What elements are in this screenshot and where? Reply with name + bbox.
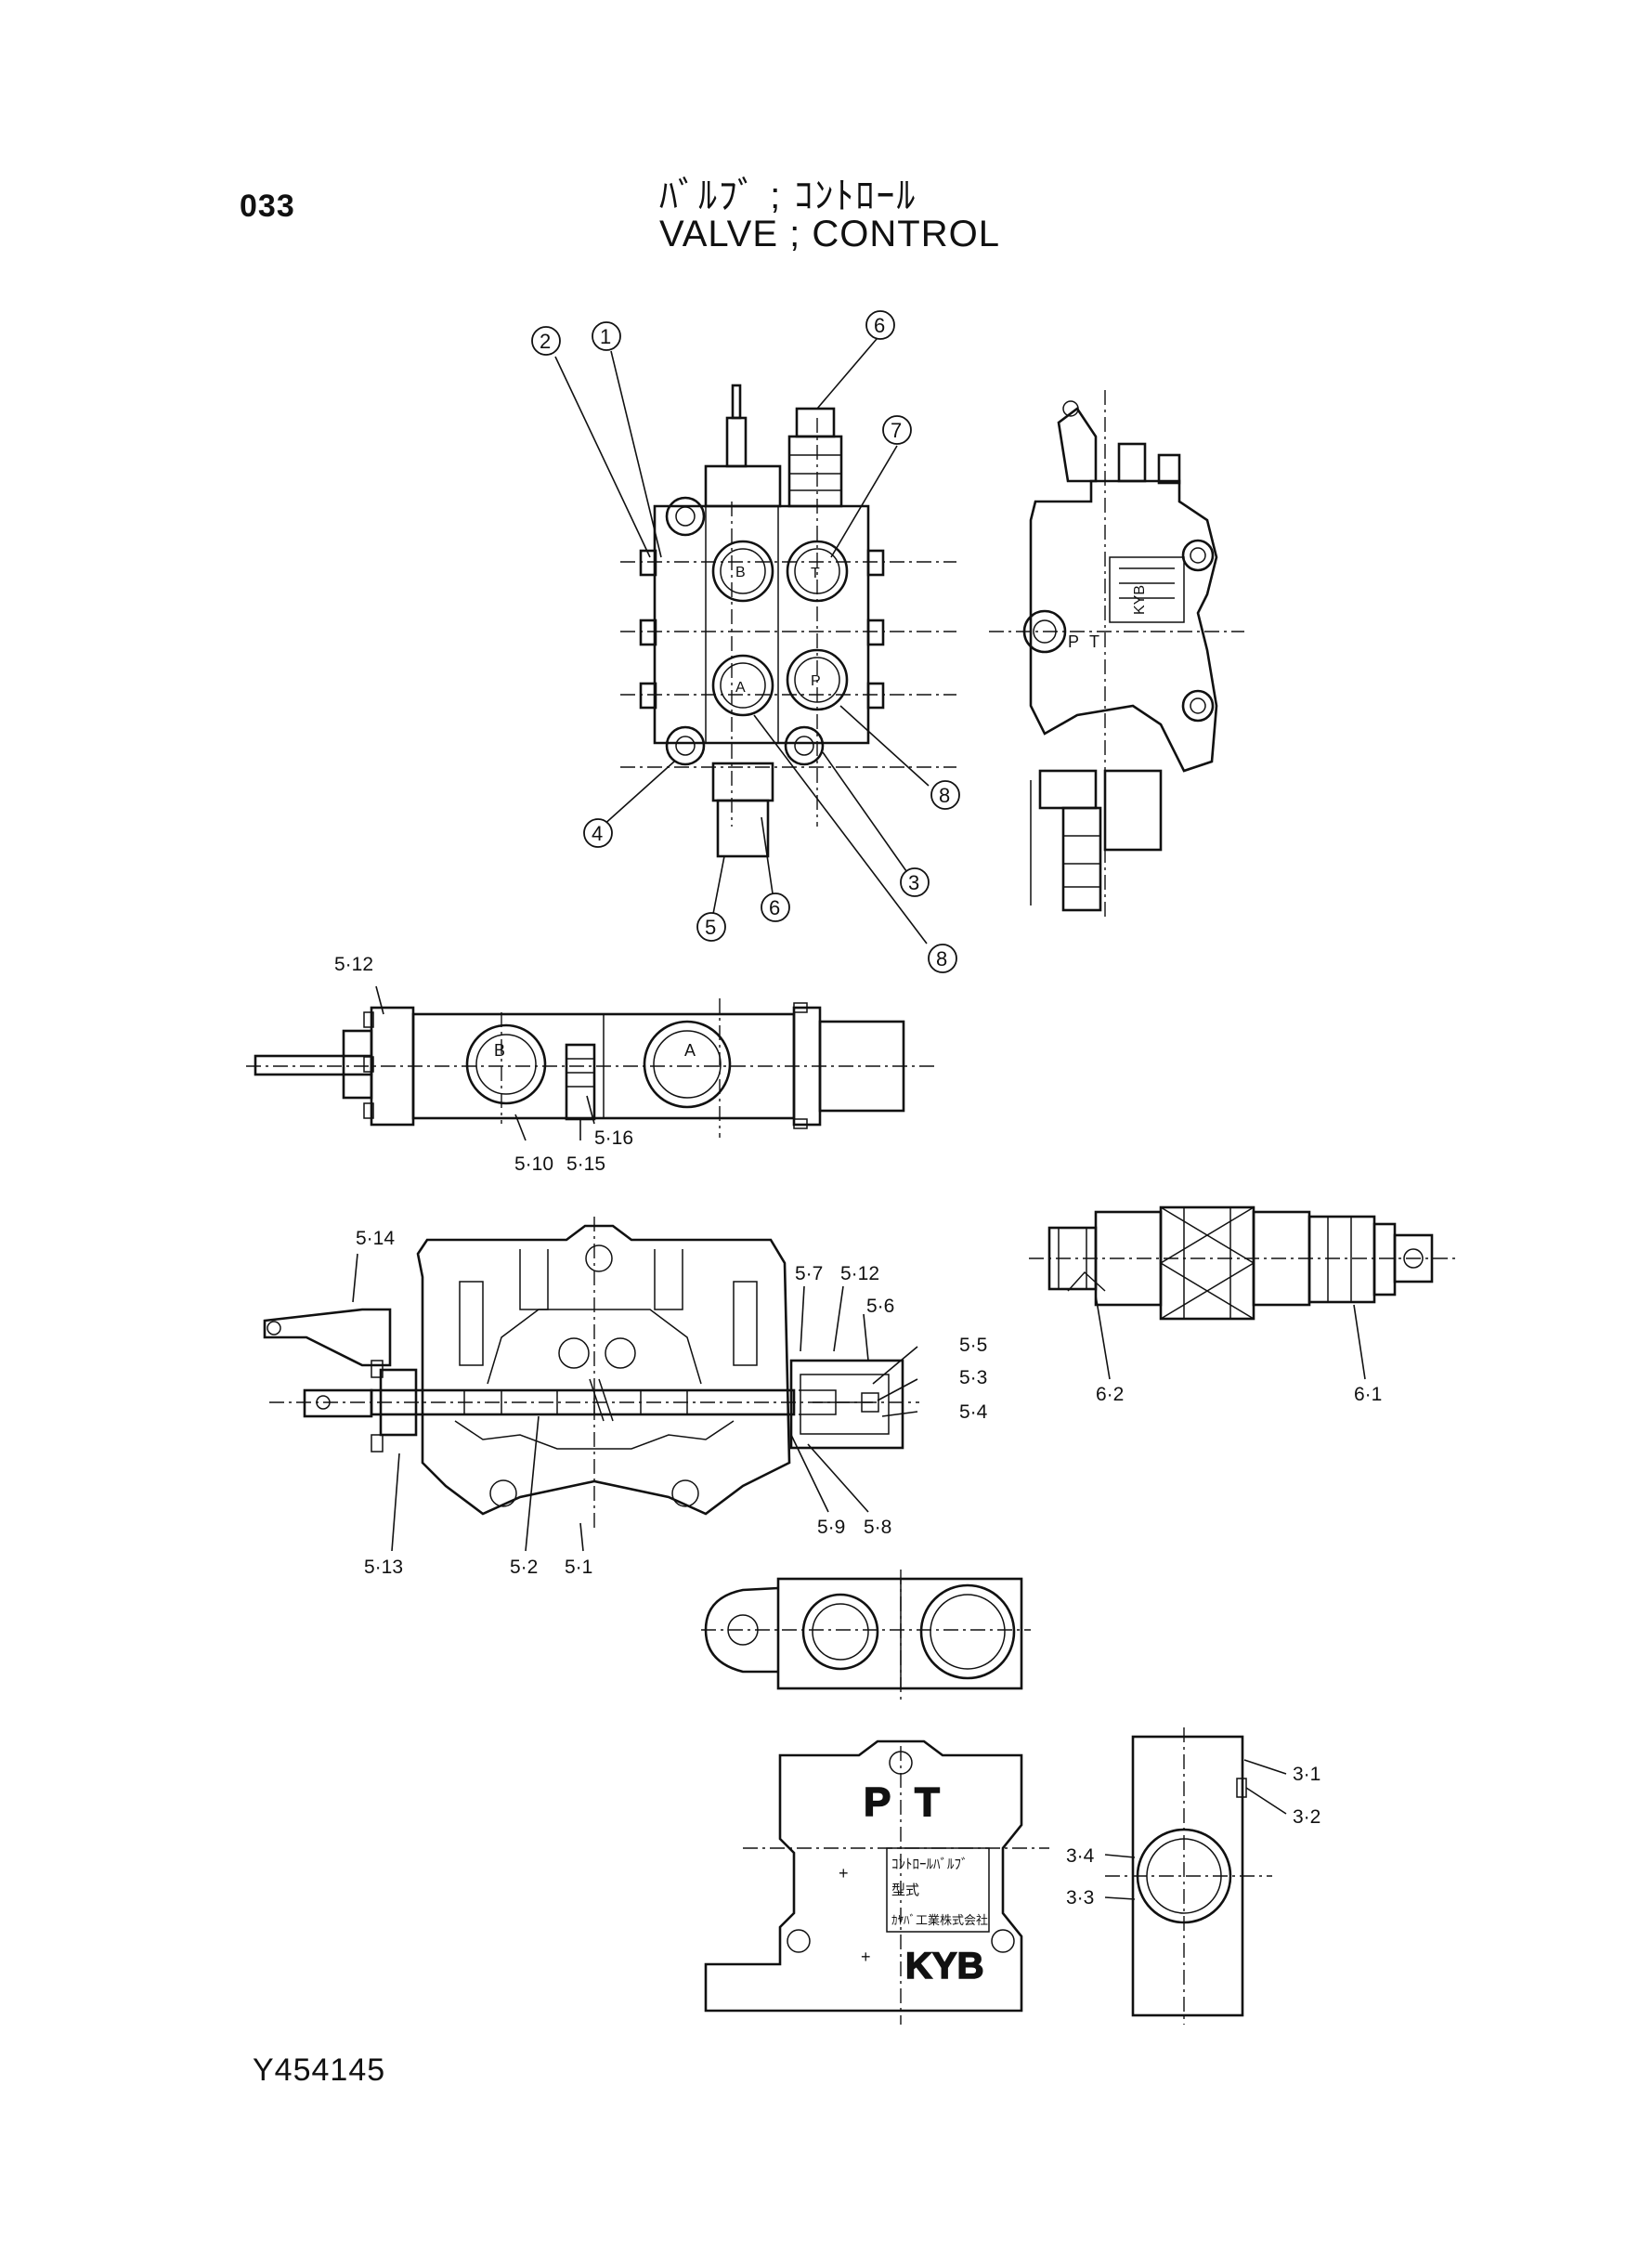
label-5-1: 5·1 [565,1557,592,1578]
label-3-1: 3·1 [1293,1764,1320,1785]
body-port-t: T [915,1779,940,1825]
front-assembly-view: B T A P 2 1 6 7 4 8 3 5 6 8 [531,310,960,973]
callout-6-bottom: 6 [761,892,790,922]
label-5-5: 5·5 [959,1335,987,1356]
svg-text:6: 6 [874,314,885,337]
body-mark-bottom: + [861,1948,871,1966]
label-5-4: 5·4 [959,1401,988,1423]
label-5-2: 5·2 [510,1557,538,1578]
body-side-view: 3·1 3·2 3·4 3·3 [1066,1727,1320,2025]
svg-text:5: 5 [705,916,716,939]
port-label-t: T [811,566,820,581]
svg-text:8: 8 [936,947,947,971]
callout-2: 2 [531,326,561,356]
svg-text:7: 7 [891,419,902,442]
label-3-3: 3·3 [1066,1887,1094,1909]
top-port-b: B [494,1041,505,1060]
page-code: 033 [240,189,295,224]
label-5-12-section: 5·12 [840,1263,879,1284]
callout-4: 4 [583,818,613,848]
side-view: P T KYB [989,390,1244,919]
svg-text:8: 8 [939,784,950,807]
side-port-t: T [1089,632,1099,651]
svg-text:3: 3 [908,871,919,894]
label-5-15: 5·15 [566,1153,605,1175]
name-plate-line2: 型式 [891,1883,919,1898]
body-top-view [701,1570,1031,1700]
top-view: B A 5·12 5·10 5·15 5·16 [246,954,938,1175]
drawing-id: Y454145 [253,2052,386,2088]
body-front-view: P T ｺﾝﾄﾛｰﾙﾊﾞﾙﾌﾞ 型式 ｶﾔﾊﾞ工業株式会社 KYB + + [704,1739,1049,2025]
body-port-p: P [864,1779,891,1825]
label-5-12-top: 5·12 [334,954,373,975]
label-5-7: 5·7 [795,1263,823,1284]
title-english: VALVE ; CONTROL [659,214,1000,254]
port-label-b: B [735,565,746,580]
side-port-p: P [1068,632,1079,651]
label-3-4: 3·4 [1066,1845,1095,1867]
port-label-a: A [735,680,746,696]
svg-text:2: 2 [540,330,551,353]
label-5-3: 5·3 [959,1367,987,1388]
relief-valve-view: 6·2 6·1 [1029,1205,1458,1405]
callout-6-top: 6 [865,310,895,340]
label-6-2: 6·2 [1096,1384,1124,1405]
label-6-1: 6·1 [1354,1384,1382,1405]
label-5-13: 5·13 [364,1557,403,1578]
label-5-8: 5·8 [864,1517,891,1538]
name-plate-line3: ｶﾔﾊﾞ工業株式会社 [891,1913,988,1927]
label-5-16: 5·16 [594,1127,633,1149]
section-view: 5·14 5·7 5·12 5·6 5·5 5·3 5·4 5·9 5·8 5·… [263,1217,988,1578]
label-3-2: 3·2 [1293,1806,1320,1828]
port-label-p: P [811,673,821,689]
side-brand-kyb: KYB [1132,585,1148,615]
label-5-9: 5·9 [817,1517,845,1538]
label-5-14: 5·14 [356,1228,395,1249]
callout-5: 5 [696,912,726,942]
title-japanese: ﾊﾞﾙﾌﾞ ; ｺﾝﾄﾛｰﾙ [659,176,917,216]
svg-text:6: 6 [769,896,780,919]
callout-1: 1 [592,321,621,351]
callout-8-right: 8 [930,780,960,810]
label-5-10: 5·10 [514,1153,553,1175]
callout-3: 3 [900,867,930,897]
svg-text:1: 1 [600,325,611,348]
body-brand-kyb: KYB [905,1946,983,1987]
name-plate-line1: ｺﾝﾄﾛｰﾙﾊﾞﾙﾌﾞ [891,1857,969,1872]
top-port-a: A [684,1041,696,1060]
svg-text:4: 4 [592,822,603,845]
label-5-6: 5·6 [866,1296,894,1317]
callout-8-bottom: 8 [928,944,957,973]
callout-7: 7 [882,415,912,445]
body-mark-left: + [839,1864,849,1883]
